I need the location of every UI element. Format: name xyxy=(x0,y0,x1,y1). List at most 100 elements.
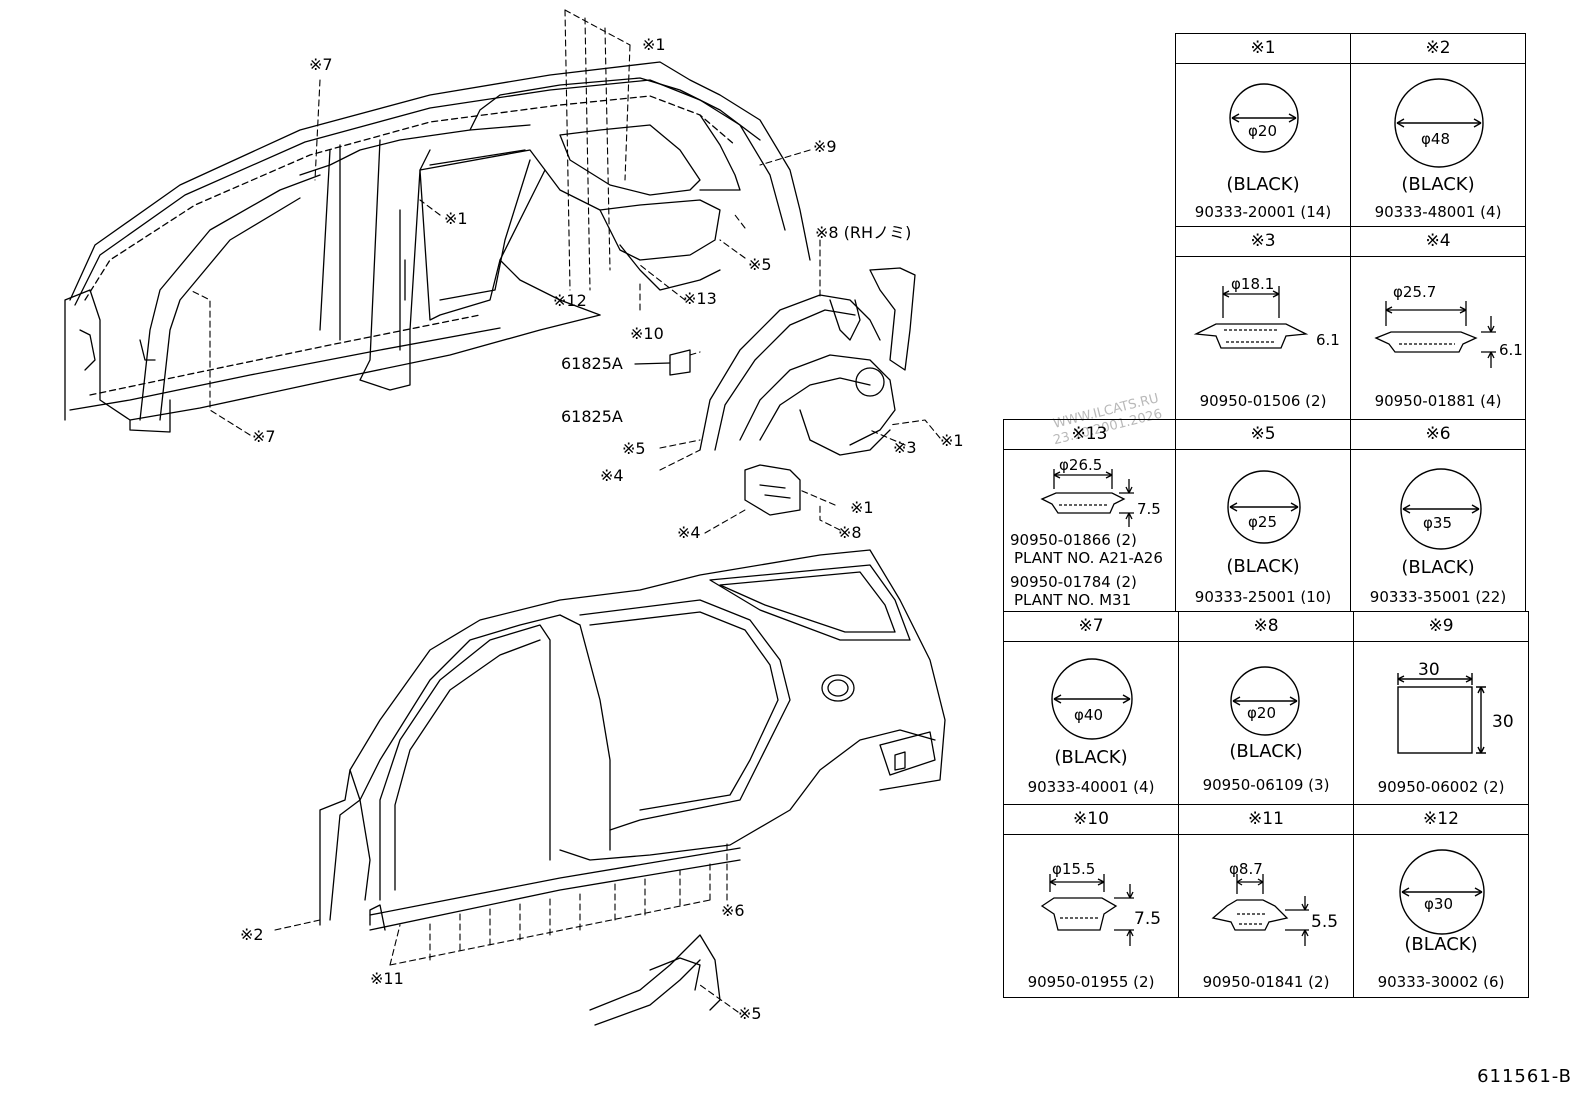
part-number: 90950-01506 (2) xyxy=(1199,392,1327,410)
rocker-section-drawing xyxy=(589,934,721,1026)
callout-4: ※4 xyxy=(600,466,624,485)
callout-3: ※3 xyxy=(893,438,917,457)
part-number: 90950-01881 (4) xyxy=(1374,392,1502,410)
diameter-label: φ30 xyxy=(1424,895,1453,913)
cell-header: ※9 xyxy=(1354,612,1528,642)
part-number: 90950-06002 (2) xyxy=(1377,778,1505,796)
callout-2: ※2 xyxy=(240,925,264,944)
color-label: (BLACK) xyxy=(1401,174,1475,195)
cell-header: ※10 xyxy=(1004,805,1178,835)
callout-13: ※13 xyxy=(683,289,717,308)
square-patch-drawing xyxy=(1397,673,1486,754)
part-label-61825a: 61825A xyxy=(561,407,623,426)
table-cell-3: ※3 φ18.1 6.1 90950-01506 (2) xyxy=(1175,226,1351,420)
callout-4: ※4 xyxy=(677,523,701,542)
height-label: 6.1 xyxy=(1316,331,1340,349)
hole-plug-circle-drawing xyxy=(1051,658,1133,740)
callout-12: ※12 xyxy=(553,291,587,310)
callout-10: ※10 xyxy=(630,324,664,343)
hole-plug-circle-drawing xyxy=(1230,666,1300,736)
hole-plug-circle-drawing xyxy=(1394,78,1484,168)
color-label: (BLACK) xyxy=(1226,174,1300,195)
callout-1: ※1 xyxy=(444,209,468,228)
hole-plug-drawing xyxy=(1193,286,1309,349)
hole-plug-circle-drawing xyxy=(1227,470,1301,544)
width-label: 30 xyxy=(1418,660,1440,680)
table-cell-12: ※12 φ30 (BLACK) 90333-30002 (6) xyxy=(1353,804,1529,998)
table-cell-11: ※11 φ8.7 5.5 90950-01841 (2) xyxy=(1178,804,1354,998)
cell-header: ※11 xyxy=(1179,805,1353,835)
hole-plug-circle-drawing xyxy=(1400,468,1482,550)
part-number: 90333-20001 (14) xyxy=(1194,203,1332,221)
part-number: 90950-06109 (3) xyxy=(1202,776,1330,794)
cell-header: ※4 xyxy=(1351,227,1525,257)
callout-1: ※1 xyxy=(940,431,964,450)
cell-header: ※13 xyxy=(1004,420,1175,450)
part-number: 90333-25001 (10) xyxy=(1194,588,1332,606)
part-label-61825a: 61825A xyxy=(561,354,623,373)
hole-plug-drawing xyxy=(1211,874,1309,946)
diameter-label: φ20 xyxy=(1248,122,1277,140)
cell-header: ※12 xyxy=(1354,805,1528,835)
cell-header: ※1 xyxy=(1176,34,1350,64)
color-label: (BLACK) xyxy=(1229,741,1303,762)
part-number-alt: 90950-01784 (2) xyxy=(1010,573,1137,591)
table-cell-10: ※10 φ15.5 7.5 90950-01955 (2) xyxy=(1003,804,1179,998)
part-number: 90333-35001 (22) xyxy=(1369,588,1507,606)
drawing-reference-number: 611561-B xyxy=(1477,1066,1572,1087)
callout-1: ※1 xyxy=(850,498,874,517)
part-number: 90950-01866 (2) xyxy=(1010,531,1137,549)
table-cell-13: ※13 φ26.5 7.5 90950-01866 (2) PLANT NO. … xyxy=(1003,419,1176,612)
cell-header: ※5 xyxy=(1176,420,1350,450)
part-number: 90333-30002 (6) xyxy=(1377,973,1505,991)
diameter-label: φ26.5 xyxy=(1059,456,1103,474)
color-label: (BLACK) xyxy=(1226,556,1300,577)
height-label: 30 xyxy=(1492,712,1514,732)
wheel-house-drawing xyxy=(669,267,916,516)
table-cell-1: ※1 φ20 (BLACK) 90333-20001 (14) xyxy=(1175,33,1351,227)
part-number: 90333-48001 (4) xyxy=(1374,203,1502,221)
color-label: (BLACK) xyxy=(1401,557,1475,578)
outer-side-panel-drawing xyxy=(319,549,946,931)
callout-5: ※5 xyxy=(748,255,772,274)
diameter-label: φ25.7 xyxy=(1393,283,1437,301)
leader-lines xyxy=(189,9,941,1013)
cell-header: ※2 xyxy=(1351,34,1525,64)
cell-header: ※7 xyxy=(1004,612,1178,642)
callout-5: ※5 xyxy=(622,439,646,458)
part-number: 90333-40001 (4) xyxy=(1027,778,1155,796)
diameter-label: φ8.7 xyxy=(1229,860,1263,878)
inner-side-panel-drawing xyxy=(64,61,811,433)
color-label: (BLACK) xyxy=(1054,747,1128,768)
hole-plug-drawing xyxy=(1040,469,1134,527)
height-label: 7.5 xyxy=(1137,500,1161,518)
hole-plug-drawing xyxy=(1374,301,1496,368)
diameter-label: φ15.5 xyxy=(1052,860,1096,878)
callout-8: ※8 xyxy=(838,523,862,542)
color-label: (BLACK) xyxy=(1404,934,1478,955)
diameter-label: φ40 xyxy=(1074,706,1103,724)
diameter-label: φ18.1 xyxy=(1231,275,1275,293)
diameter-label: φ35 xyxy=(1423,514,1452,532)
diameter-label: φ25 xyxy=(1248,513,1277,531)
cell-header: ※6 xyxy=(1351,420,1525,450)
part-number: 90950-01955 (2) xyxy=(1027,973,1155,991)
part-number: 90950-01841 (2) xyxy=(1202,973,1330,991)
height-label: 6.1 xyxy=(1499,341,1523,359)
hole-plug-drawing xyxy=(1040,874,1134,946)
table-cell-9: ※9 30 30 90950-06002 (2) xyxy=(1353,611,1529,805)
callout-7: ※7 xyxy=(309,55,333,74)
callout-5: ※5 xyxy=(738,1004,762,1023)
plant-number: PLANT NO. A21-A26 xyxy=(1014,549,1163,567)
hole-plug-circle-drawing xyxy=(1229,83,1299,153)
height-label: 7.5 xyxy=(1134,909,1162,929)
callout-8-rh-only: ※8 (RHノミ) xyxy=(815,223,912,242)
cell-header: ※8 xyxy=(1179,612,1353,642)
table-cell-2: ※2 φ48 (BLACK) 90333-48001 (4) xyxy=(1350,33,1526,227)
diameter-label: φ48 xyxy=(1421,130,1450,148)
height-label: 5.5 xyxy=(1311,912,1339,932)
table-cell-6: ※6 φ35 (BLACK) 90333-35001 (22) xyxy=(1350,419,1526,612)
callout-6: ※6 xyxy=(721,901,745,920)
callout-7: ※7 xyxy=(252,427,276,446)
